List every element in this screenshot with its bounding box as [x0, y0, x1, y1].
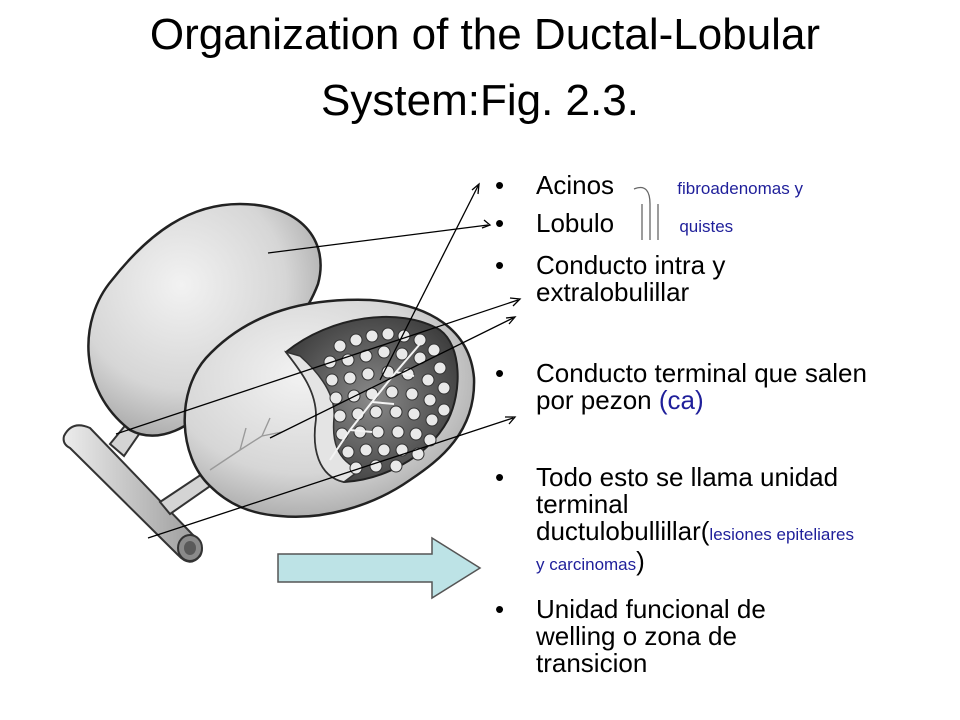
bullet-dot: •	[495, 170, 505, 200]
title-line-2: System:Fig. 2.3.	[321, 76, 639, 125]
bullet-lobulo-text: Lobulo	[536, 208, 615, 238]
pointer-lines	[115, 182, 522, 539]
right-brace-icon	[633, 186, 659, 240]
main-duct	[62, 424, 203, 563]
note-lesiones: lesiones epiteliares y carcinomas	[536, 525, 855, 574]
bullet-dot: •	[495, 462, 505, 492]
bullet-dot: •	[495, 594, 505, 624]
bullet-dot: •	[495, 358, 505, 388]
bullet-unidad-terminal-suffix: )	[636, 546, 645, 576]
bullet-unidad-funcional-text: Unidad funcional de welling o zona de tr…	[536, 594, 766, 678]
bullet-dot: •	[495, 250, 505, 280]
note-quistes: quistes	[679, 217, 734, 236]
note-ca: (ca)	[658, 385, 704, 415]
bullet-lobulo: • Lobulo quistes	[490, 210, 733, 240]
bullet-acinos: • Acinos fibroadenomas y	[490, 172, 803, 202]
bullet-dot: •	[495, 208, 505, 238]
bullet-unidad-funcional: • Unidad funcional de welling o zona de …	[490, 596, 836, 677]
bullet-unidad-terminal: • Todo esto se llama unidad terminal duc…	[490, 464, 856, 578]
title-line-1: Organization of the Ductal-Lobular	[149, 10, 821, 59]
note-fibroadenomas: fibroadenomas y	[677, 179, 803, 198]
bullet-conducto-terminal: • Conducto terminal que salen por pezon …	[490, 360, 876, 414]
bullet-conducto-terminal-text: Conducto terminal que salen por pezon	[536, 358, 867, 415]
page-title: Organization of the Ductal-Lobular Syste…	[0, 6, 960, 130]
cutaway-acini	[283, 315, 459, 484]
bullet-acinos-text: Acinos	[536, 170, 615, 200]
bullet-conducto-intra: • Conducto intra y extralobulillar	[490, 252, 836, 306]
bullet-unidad-terminal-text: Todo esto se llama unidad terminal ductu…	[536, 462, 839, 546]
bullet-conducto-intra-text: Conducto intra y extralobulillar	[536, 250, 726, 307]
right-arrow-icon	[277, 536, 482, 600]
